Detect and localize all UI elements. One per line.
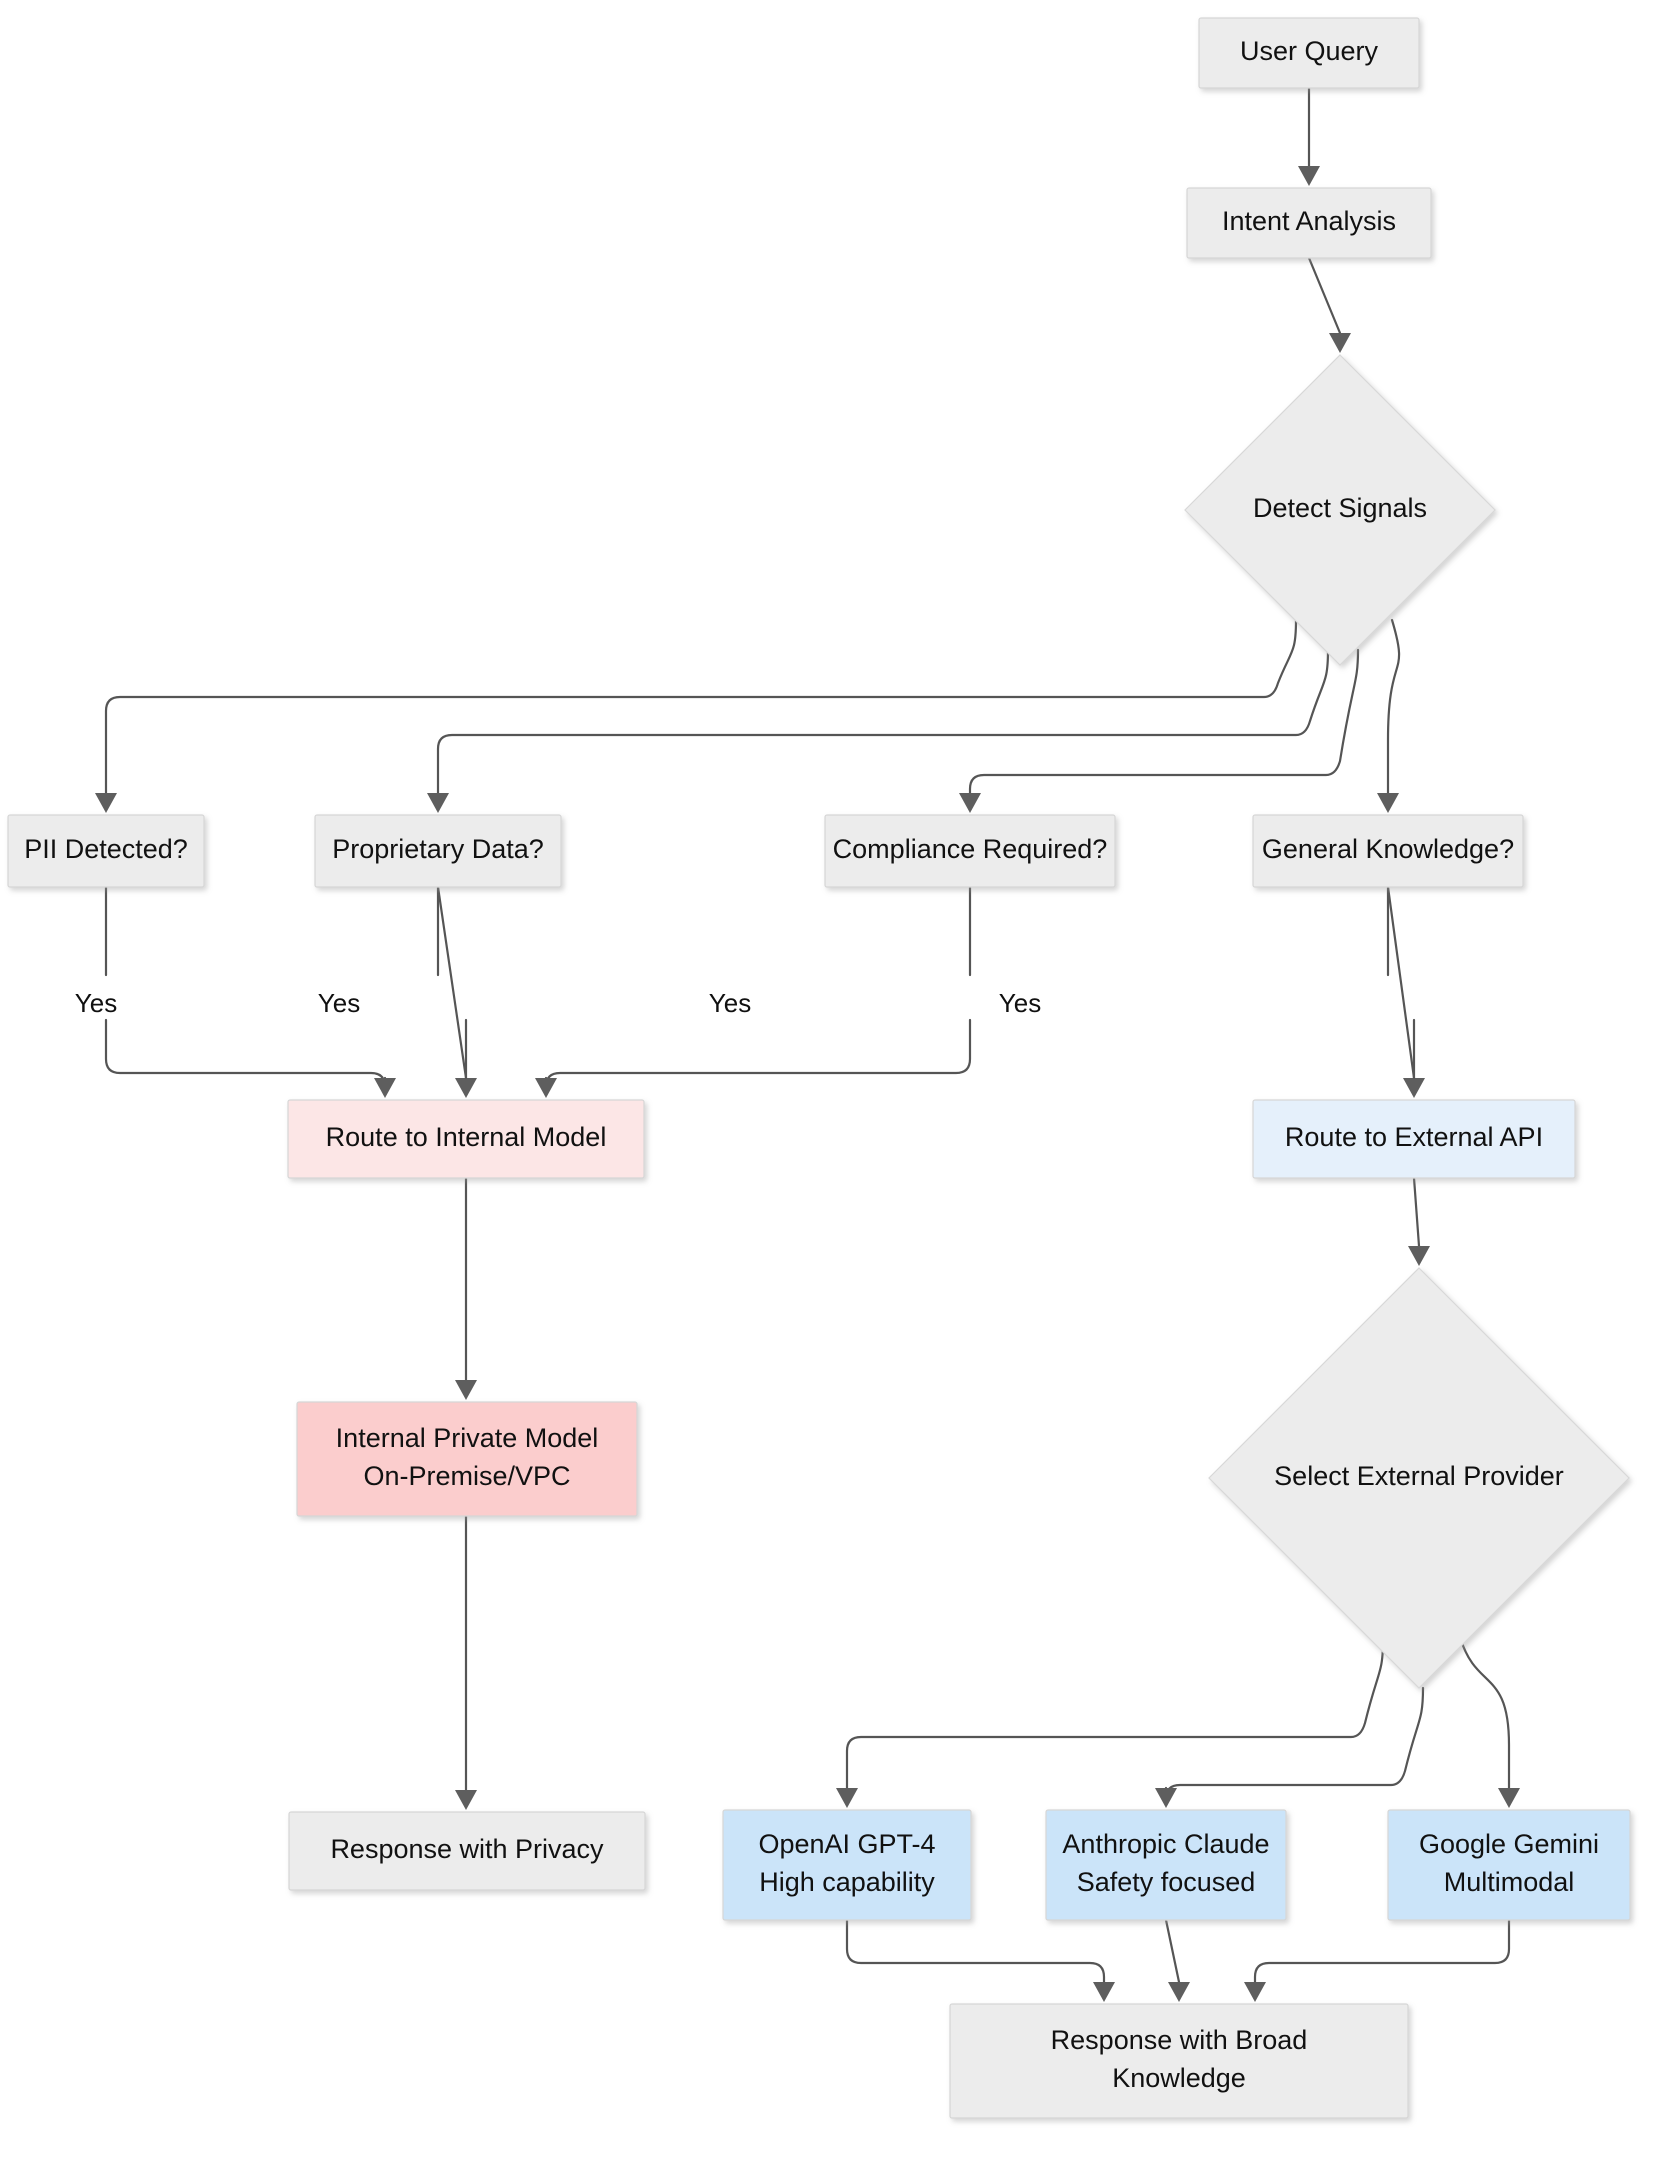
node-label-google-gemini: Multimodal [1444, 1867, 1575, 1897]
arrow-head [455, 1790, 477, 1810]
edge-label-yes-compliance: Yes [709, 988, 751, 1018]
node-shape-rect [314, 814, 562, 888]
edge-google-gemini-to-response-broad [1253, 1918, 1511, 1984]
node-label-select-provider: Select External Provider [1274, 1461, 1564, 1491]
node-shape-rect [7, 814, 205, 888]
node-route-external[interactable]: Route to External API [1252, 1099, 1576, 1179]
node-shape-rect [1198, 17, 1420, 89]
node-compliance-required[interactable]: Compliance Required? [824, 814, 1116, 888]
node-response-privacy[interactable]: Response with Privacy [288, 1811, 646, 1891]
edge-label-yes-pii: Yes [75, 988, 117, 1018]
edge-pii-detected-to-route-internal [104, 1018, 387, 1089]
arrow-head [1244, 1982, 1266, 2002]
node-shape-rect [1387, 1809, 1631, 1921]
node-label-compliance-required: Compliance Required? [833, 834, 1108, 864]
edge-select-provider-to-anthropic-claude [1164, 1686, 1425, 1801]
node-label-openai-gpt4: High capability [759, 1867, 935, 1897]
node-shape-diamond [1208, 1267, 1630, 1689]
arrow-head [535, 1078, 557, 1098]
arrow-head [455, 1078, 477, 1098]
arrow-head [427, 793, 449, 813]
edge-route-external-to-select-provider [1412, 1176, 1421, 1248]
node-general-knowledge[interactable]: General Knowledge? [1252, 814, 1524, 888]
node-label-internal-model: Internal Private Model [336, 1423, 599, 1453]
edge-compliance-required-to-route-internal [544, 1018, 972, 1089]
edge-labels-layer: Yes Yes Yes Yes [75, 988, 1041, 1018]
node-shape-rect [1045, 1809, 1287, 1921]
node-detect-signals[interactable]: Detect Signals [1184, 354, 1496, 666]
node-pii-detected[interactable]: PII Detected? [7, 814, 205, 888]
arrow-head [1298, 166, 1320, 186]
edge-label-yes-proprietary: Yes [318, 988, 360, 1018]
node-label-general-knowledge: General Knowledge? [1262, 834, 1514, 864]
node-label-proprietary-data: Proprietary Data? [332, 834, 544, 864]
arrow-head [1377, 793, 1399, 813]
node-label-openai-gpt4: OpenAI GPT-4 [758, 1829, 935, 1859]
arrow-head [1403, 1078, 1425, 1098]
node-label-response-broad: Response with Broad [1051, 2025, 1308, 2055]
edge-anthropic-claude-to-response-broad [1164, 1918, 1181, 1984]
node-shape-rect [1252, 1099, 1576, 1179]
arrow-head [374, 1078, 396, 1098]
edge-openai-gpt4-to-response-broad [845, 1918, 1106, 1984]
arrow-head [1408, 1246, 1430, 1266]
node-shape-rect [949, 2003, 1409, 2119]
arrow-head [1329, 333, 1351, 353]
node-label-anthropic-claude: Anthropic Claude [1062, 1829, 1269, 1859]
node-label-response-broad: Knowledge [1112, 2063, 1246, 2093]
node-label-route-internal: Route to Internal Model [326, 1122, 607, 1152]
node-route-internal[interactable]: Route to Internal Model [287, 1099, 645, 1179]
node-shape-diamond [1184, 354, 1496, 666]
arrow-head [959, 793, 981, 813]
node-label-route-external: Route to External API [1285, 1122, 1543, 1152]
edge-detect-signals-to-general-knowledge [1386, 618, 1401, 795]
node-label-user-query: User Query [1240, 36, 1379, 66]
node-label-intent-analysis: Intent Analysis [1222, 206, 1396, 236]
arrow-head [95, 793, 117, 813]
node-label-google-gemini: Google Gemini [1419, 1829, 1599, 1859]
node-intent-analysis[interactable]: Intent Analysis [1186, 187, 1432, 259]
arrow-head [455, 1380, 477, 1400]
node-proprietary-data[interactable]: Proprietary Data? [314, 814, 562, 888]
node-shape-rect [1186, 187, 1432, 259]
node-user-query[interactable]: User Query [1198, 17, 1420, 89]
node-label-detect-signals: Detect Signals [1253, 493, 1427, 523]
arrow-head [1498, 1788, 1520, 1808]
edge-detect-signals-to-compliance-required [968, 648, 1360, 795]
edge-detect-signals-to-pii-detected [104, 618, 1298, 795]
node-label-anthropic-claude: Safety focused [1077, 1867, 1256, 1897]
arrow-head [1093, 1982, 1115, 2002]
node-label-response-privacy: Response with Privacy [330, 1834, 604, 1864]
node-shape-rect [288, 1811, 646, 1891]
edge-select-provider-to-google-gemini [1459, 1638, 1511, 1790]
arrow-head [836, 1788, 858, 1808]
node-label-internal-model: On-Premise/VPC [363, 1461, 570, 1491]
arrow-head [1168, 1982, 1190, 2002]
node-shape-rect [296, 1401, 638, 1517]
edge-proprietary-data-to-route-internal [436, 885, 468, 1080]
edge-select-provider-to-openai-gpt4 [845, 1638, 1385, 1790]
node-shape-rect [824, 814, 1116, 888]
arrow-head [1155, 1788, 1177, 1808]
edges-layer [95, 86, 1520, 2002]
node-shape-rect [287, 1099, 645, 1179]
node-label-pii-detected: PII Detected? [24, 834, 188, 864]
edge-general-knowledge-to-route-external [1386, 885, 1416, 1080]
edge-label-yes-general: Yes [999, 988, 1041, 1018]
edge-intent-analysis-to-detect-signals [1307, 256, 1342, 335]
edge-detect-signals-to-proprietary-data [436, 648, 1330, 795]
node-select-provider[interactable]: Select External Provider [1208, 1267, 1630, 1689]
node-shape-rect [722, 1809, 972, 1921]
node-shape-rect [1252, 814, 1524, 888]
